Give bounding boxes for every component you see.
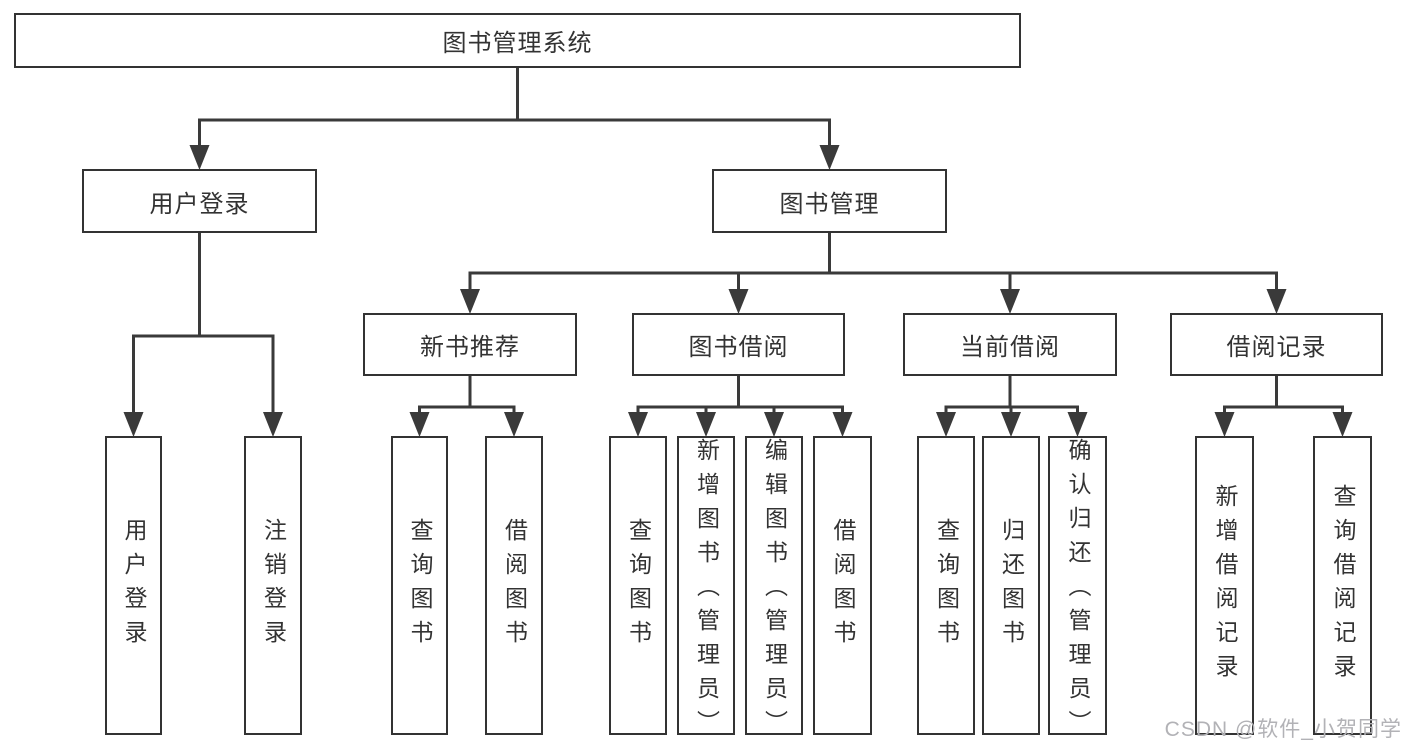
node-leaf-user-login: 用户登录 [105, 436, 162, 735]
node-leaf-borrow-borrow: 借阅图书 [813, 436, 872, 735]
node-leaf-borrow-add-admin: 新增图书（管理员） [677, 436, 735, 744]
csdn-watermark: CSDN @软件_小贺同学 [1164, 718, 1402, 741]
node-leaf-record-query: 查询借阅记录 [1313, 436, 1372, 735]
node-leaf-borrow-query: 查询图书 [609, 436, 667, 735]
node-leaf-record-add: 新增借阅记录 [1195, 436, 1254, 735]
node-leaf-current-return: 归还图书 [982, 436, 1040, 735]
node-system-root: 图书管理系统 [14, 13, 1021, 68]
node-new-book-recommend: 新书推荐 [363, 313, 577, 376]
node-book-borrowing: 图书借阅 [632, 313, 845, 376]
node-leaf-newbook-query: 查询图书 [391, 436, 448, 735]
node-book-management: 图书管理 [712, 169, 947, 233]
node-leaf-newbook-borrow: 借阅图书 [485, 436, 543, 735]
node-current-borrowing: 当前借阅 [903, 313, 1117, 376]
node-user-login: 用户登录 [82, 169, 317, 233]
node-borrow-records: 借阅记录 [1170, 313, 1383, 376]
node-leaf-current-query: 查询图书 [917, 436, 975, 735]
node-leaf-borrow-edit-admin: 编辑图书（管理员） [745, 436, 803, 744]
node-leaf-logout: 注销登录 [244, 436, 302, 735]
node-leaf-confirm-return-admin: 确认归还（管理员） [1048, 436, 1107, 744]
